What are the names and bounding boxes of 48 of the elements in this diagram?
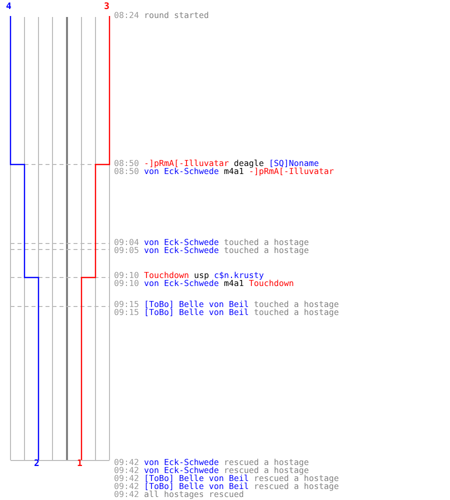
player-name: von Eck-Schwede [144,246,219,254]
event-text: rescued a hostage [224,458,309,466]
weapon-name: m4a1 [224,279,244,287]
timestamp: 09:42 [114,458,139,466]
count-label: 3 [104,3,110,12]
player-name: c$n.krusty [214,271,264,279]
timestamp: 09:05 [114,246,139,254]
timestamp: 09:10 [114,279,139,287]
weapon-name: m4a1 [224,167,244,175]
timestamp: 09:42 [114,474,139,482]
event-text: round started [144,11,209,19]
weapon-name: deagle [234,159,264,167]
event-text: all hostages rescued [144,490,244,498]
weapon-name: usp [194,271,209,279]
timestamp: 09:15 [114,308,139,316]
player-name: -]pRmA[-Illuvatar [248,167,334,175]
player-name: [SQ]Noname [268,159,319,167]
timestamp: 08:50 [114,167,139,175]
player-name: [ToBo] Belle von Beil [144,474,249,482]
event-text: touched a hostage [254,308,339,316]
timestamp: 09:42 [114,490,139,498]
count-label: 4 [6,3,12,12]
player-name: von Eck-Schwede [144,466,219,474]
timestamp: 08:50 [114,159,139,167]
timestamp: 09:04 [114,238,139,246]
player-name: -]pRmA[-Illuvatar [144,159,229,167]
player-name: Touchdown [144,271,189,279]
timestamp: 08:24 [114,11,139,19]
player-name: von Eck-Schwede [144,167,219,175]
event-text: touched a hostage [224,238,309,246]
player-name: von Eck-Schwede [144,458,219,466]
timestamp: 09:15 [114,300,139,308]
event-text: touched a hostage [254,300,339,308]
player-name: [ToBo] Belle von Beil [144,482,249,490]
event-text: rescued a hostage [254,474,339,482]
timestamp: 09:42 [114,466,139,474]
player-name: von Eck-Schwede [144,238,219,246]
timestamp: 09:42 [114,482,139,490]
event-text: touched a hostage [224,246,309,254]
count-label: 2 [34,460,40,469]
event-text: rescued a hostage [224,466,309,474]
event-text: rescued a hostage [254,482,339,490]
player-name: von Eck-Schwede [144,279,219,287]
player-name: Touchdown [248,279,294,287]
count-label: 1 [77,460,82,469]
player-name: [ToBo] Belle von Beil [144,300,249,308]
player-name: [ToBo] Belle von Beil [144,308,249,316]
timestamp: 09:10 [114,271,139,279]
